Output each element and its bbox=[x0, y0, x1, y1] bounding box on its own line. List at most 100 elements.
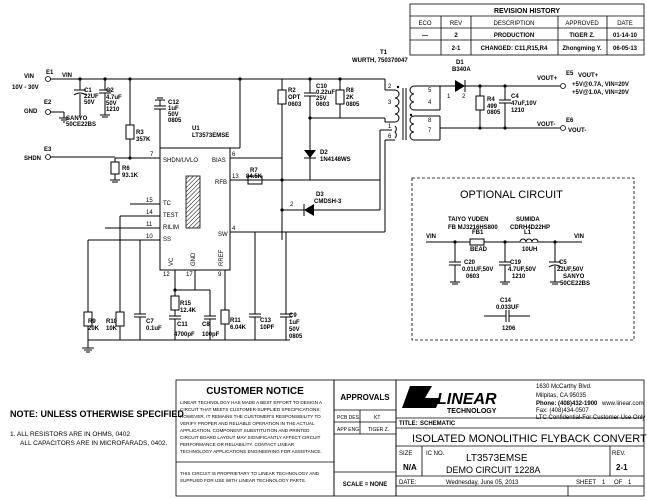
c2-voltage: 50V bbox=[106, 101, 117, 107]
u1-pin-shdn-uvlo: SHDN/UVLO bbox=[163, 158, 198, 164]
rev-row1-rev: 2 bbox=[454, 33, 458, 39]
e3-terminal bbox=[45, 154, 51, 160]
scale-label: SCALE = NONE bbox=[343, 482, 388, 488]
pin-17: 17 bbox=[186, 272, 193, 278]
pin-11: 11 bbox=[146, 222, 153, 228]
r10-ref: R10 bbox=[106, 319, 118, 325]
rev-header-rev: REV bbox=[450, 21, 462, 27]
r6-value: 93.1K bbox=[122, 173, 139, 179]
c5-ref: C5 bbox=[559, 260, 567, 266]
t1-pin-4: 4 bbox=[428, 100, 432, 106]
rev-row2-description: CHANGED: C11,R15,R4 bbox=[481, 46, 548, 52]
notice-line-4: VERIFY PROPER AND RELIABLE OPERATION IN … bbox=[180, 421, 315, 426]
notice-line-5: APPLICATION. COMPONENT SUBSTITUTION AND … bbox=[180, 428, 310, 433]
approvals-pcb-val: KT bbox=[374, 415, 380, 421]
c20-value: 0.01UF,50V bbox=[462, 267, 493, 273]
vin-range: 10V - 30V bbox=[12, 85, 39, 91]
u1-exposed-pad bbox=[185, 175, 201, 229]
d1-ref: D1 bbox=[456, 60, 464, 66]
rev-row1-approved: TIGER Z. bbox=[569, 33, 595, 39]
c9-voltage: 50V bbox=[289, 327, 300, 333]
e5-label: E5 bbox=[566, 71, 574, 77]
c14-package: 1206 bbox=[502, 326, 516, 332]
pin-10: 10 bbox=[146, 234, 153, 240]
optional-circuit: OPTIONAL CIRCUIT TAIYO YUDEN FB MJ3216HS… bbox=[411, 177, 635, 341]
u1-pin-bias: BIAS bbox=[212, 158, 226, 164]
c1-voltage: 50V bbox=[84, 100, 95, 106]
c8-value: 100pF bbox=[202, 332, 220, 338]
c2-package: 1210 bbox=[106, 107, 120, 113]
e1-label: E1 bbox=[46, 70, 54, 76]
t1-partno: WURTH, 750370047 bbox=[352, 58, 408, 64]
c1-ref: C1 bbox=[84, 88, 92, 94]
r8-ref: R8 bbox=[346, 88, 354, 94]
c7-ref: C7 bbox=[146, 319, 154, 325]
company-fax: Fax: (408)434-0507 bbox=[536, 408, 589, 414]
company-web: www.linear.com bbox=[601, 401, 644, 407]
e5-terminal bbox=[560, 83, 566, 89]
notice-line-2: CIRCUIT THAT MEETS CUSTOMER-SUPPLIED SPE… bbox=[180, 407, 321, 412]
e2-label: E2 bbox=[44, 100, 52, 106]
c5-partno: 50CE22BS bbox=[560, 281, 590, 287]
notice-line-7: PERFORMANCE OR RELIABILITY. CONTACT LINE… bbox=[180, 442, 295, 447]
u1-pin-gnd: GND bbox=[191, 252, 197, 266]
c19-value: 4.7UF,50V bbox=[508, 267, 536, 273]
u1-pin-sw: SW bbox=[218, 232, 228, 238]
r2-ref: R2 bbox=[288, 88, 296, 94]
l1-value: 10UH bbox=[522, 247, 537, 253]
notice-line-3: HOWEVER, IT REMAINS THE CUSTOMER'S RESPO… bbox=[180, 414, 321, 419]
c9-package: 0805 bbox=[289, 334, 303, 340]
e3-label: E3 bbox=[44, 147, 52, 153]
c1-maker: SANYO bbox=[66, 116, 88, 122]
rev-row1-eco: — bbox=[422, 33, 428, 39]
d1-partno: B340A bbox=[452, 67, 471, 73]
notes-section: NOTE: UNLESS OTHERWISE SPECIFIED 1. ALL … bbox=[10, 409, 184, 447]
t1-pin-8: 8 bbox=[428, 118, 432, 124]
revision-title: REVISION HISTORY bbox=[494, 8, 560, 15]
rev-value: 2-1 bbox=[616, 463, 628, 472]
company-phone: Phone: (408)432-1900 bbox=[536, 401, 598, 407]
u1-pin-test: TEST bbox=[163, 213, 179, 219]
title-label: TITLE: bbox=[399, 421, 418, 427]
out-spec-1: +5V@0.7A, VIN=20V bbox=[572, 82, 629, 88]
c13-value: 10PF bbox=[260, 325, 275, 331]
date-value: Wednesday, June 05, 2013 bbox=[446, 480, 519, 486]
c11-ref: C11 bbox=[177, 322, 188, 328]
rev-row1-description: PRODUCTION bbox=[494, 33, 534, 39]
u1-pin-vc: VC bbox=[169, 257, 175, 266]
notice-line-8: TECHNOLOGY APPLICATIONS ENGINEERING FOR … bbox=[180, 449, 322, 454]
rev-row1-date: 01-14-10 bbox=[613, 33, 638, 39]
r8-package: 0805 bbox=[346, 102, 360, 108]
r6-ref: R6 bbox=[122, 166, 130, 172]
rev-row2-date: 06-05-13 bbox=[613, 46, 638, 52]
c10-package: 0603 bbox=[316, 102, 330, 108]
c14-ref: C14 bbox=[500, 298, 512, 304]
c19-package: 1210 bbox=[512, 274, 526, 280]
d3-pin-2: 2 bbox=[290, 202, 294, 208]
ic-value: LT3573EMSE bbox=[466, 453, 528, 464]
t1-pin-5: 5 bbox=[428, 88, 432, 94]
notice-title: CUSTOMER NOTICE bbox=[206, 386, 304, 397]
notes-line-1: 1. ALL RESISTORS ARE IN OHMS, 0402 bbox=[10, 431, 130, 438]
c14-value: 0.033UF bbox=[496, 305, 519, 311]
d2-ref: D2 bbox=[320, 150, 328, 156]
r2-package: 0603 bbox=[288, 102, 302, 108]
r7-value: 84.5K bbox=[246, 174, 263, 180]
e6-terminal bbox=[560, 125, 566, 131]
of-label: OF bbox=[614, 480, 623, 486]
notes-line-2: ALL CAPACITORS ARE IN MICROFARADS, 0402. bbox=[20, 440, 167, 447]
approvals-app-val: TIGER Z. bbox=[368, 427, 389, 433]
d1-pin-2: 2 bbox=[462, 94, 466, 100]
c1-value: 22UF bbox=[84, 94, 99, 100]
rev-header-date: DATE bbox=[617, 21, 633, 27]
pin-7: 7 bbox=[150, 152, 154, 158]
r4-ref: R4 bbox=[487, 97, 495, 103]
company-confidential: LTC Confidential-For Customer Use Only bbox=[536, 415, 645, 421]
optional-fb-part: FB MJ3216HS800 bbox=[448, 225, 498, 231]
revision-history-table: REVISION HISTORY ECO REV DESCRIPTION APP… bbox=[409, 3, 645, 56]
optional-title: OPTIONAL CIRCUIT bbox=[460, 189, 563, 201]
c12-package: 0805 bbox=[168, 118, 182, 124]
r11-value: 6.04K bbox=[230, 325, 247, 331]
t1-ref: T1 bbox=[380, 50, 388, 56]
